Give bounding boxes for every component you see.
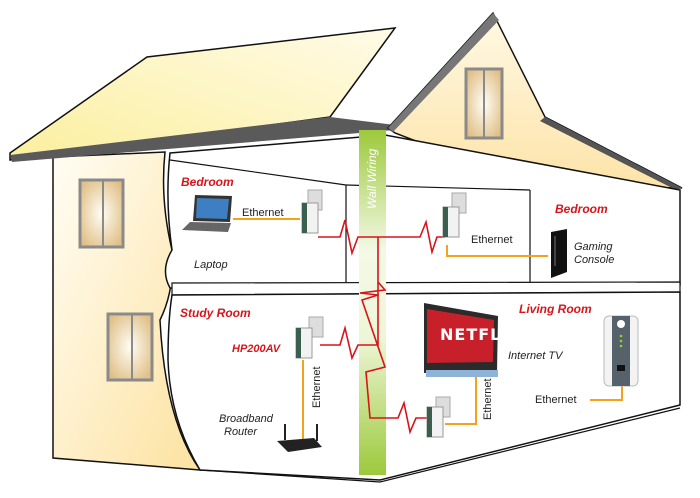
ethernet-cable-console [446, 245, 548, 257]
device-label-console-line2: Console [574, 254, 615, 266]
ethernet-cable-tv [445, 373, 477, 425]
room-label-study: Study Room [180, 306, 251, 320]
wall-wiring-label: Wall Wiring [365, 148, 379, 209]
room-label-bedroom-right: Bedroom [555, 202, 608, 216]
window-gable [464, 67, 504, 140]
room-label-living: Living Room [519, 302, 592, 316]
device-label-router-line2: Router [224, 426, 258, 438]
powerline-adapter-standalone [603, 315, 639, 387]
gaming-console-icon [551, 229, 567, 278]
internet-tv-icon [424, 303, 498, 377]
ethernet-label-tv: Ethernet [482, 378, 494, 420]
window-left-lower [106, 312, 154, 382]
device-label-laptop: Laptop [194, 259, 228, 271]
powerline-adapter-bedroom-2 [442, 192, 467, 238]
room-label-bedroom-left: Bedroom [181, 175, 234, 189]
ethernet-label-console: Ethernet [471, 234, 513, 246]
main-roof [9, 27, 397, 161]
router-icon [277, 424, 322, 452]
device-label-router-line1: Broadband [219, 413, 273, 425]
tv-brand-netflix: NETFLIX [440, 325, 522, 344]
powerline-adapter-living [426, 396, 451, 438]
laptop-icon [182, 195, 232, 232]
ethernet-label-laptop: Ethernet [242, 207, 284, 219]
adapter-label-hp200av: HP200AV [232, 343, 281, 355]
powerline-adapter-bedroom [301, 189, 323, 234]
ethernet-label-router: Ethernet [311, 366, 323, 408]
device-label-internet-tv: Internet TV [508, 350, 563, 362]
powerline-wiring [318, 219, 445, 296]
ethernet-label-adapter: Ethernet [535, 394, 577, 406]
window-left-upper [78, 178, 125, 249]
powerline-adapter-study [295, 316, 324, 359]
device-label-console-line1: Gaming [574, 241, 613, 253]
